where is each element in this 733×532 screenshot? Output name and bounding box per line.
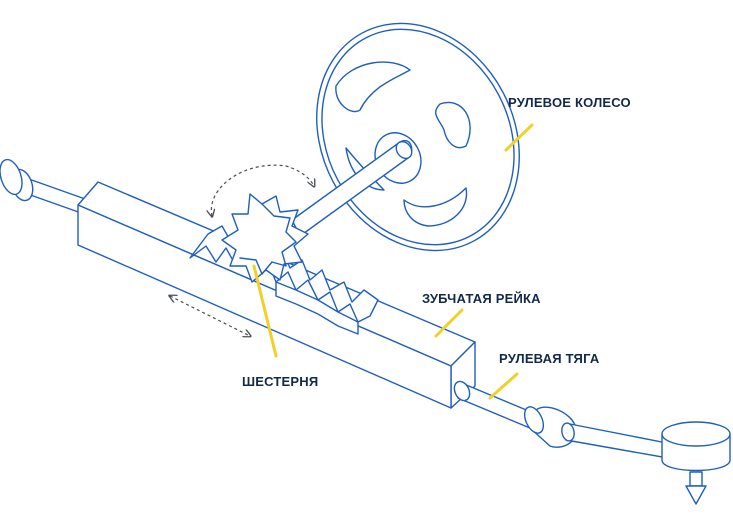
rotation-arrow (211, 164, 314, 216)
steering-shaft (291, 139, 413, 237)
gear-rack-label: ЗУБЧАТАЯ РЕЙКА (422, 291, 541, 306)
tie-rod-leader (488, 372, 519, 400)
steering-wheel-leader (504, 123, 534, 152)
tie-rod-label: РУЛЕВАЯ ТЯГА (499, 351, 600, 366)
ball-joint (661, 421, 731, 505)
gear-rack-leader (434, 308, 464, 338)
left-tie-rod (0, 158, 89, 215)
steering-wheel-label: РУЛЕВОЕ КОЛЕСО (508, 95, 631, 110)
right-tie-rod (453, 380, 673, 459)
pinion-leader (252, 264, 278, 358)
pinion-label: ШЕСТЕРНЯ (242, 374, 319, 389)
steering-wheel (316, 22, 520, 252)
translation-arrow (170, 296, 250, 336)
